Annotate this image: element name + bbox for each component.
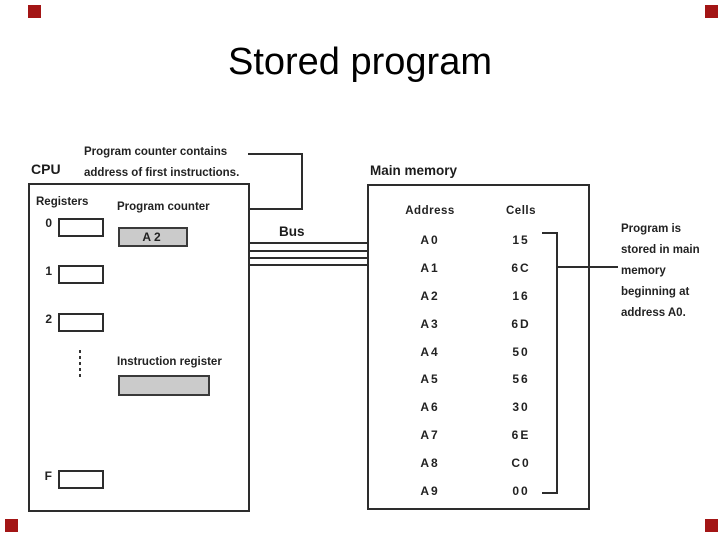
register-box-0 xyxy=(58,218,104,237)
memory-row-cell: 6E xyxy=(511,428,531,442)
register-ellipsis-dots xyxy=(79,350,81,377)
program-counter-value: A2 xyxy=(142,230,164,244)
memory-row-cell: 6C xyxy=(511,261,531,275)
memory-row-cell: 56 xyxy=(512,372,530,386)
memory-row-cell: 16 xyxy=(512,289,530,303)
memory-note-line2: stored in main xyxy=(621,244,700,256)
register-name-0: 0 xyxy=(45,216,52,230)
register-name-2: 2 xyxy=(45,312,52,326)
memory-row-address: A3 xyxy=(420,317,440,331)
register-box-1 xyxy=(58,265,104,284)
corner-marker-bottom-right xyxy=(705,519,718,532)
program-counter-note: Program counter contains address of firs… xyxy=(84,142,239,184)
memory-row-address: A0 xyxy=(420,233,440,247)
bracket-bottom-line xyxy=(542,492,558,494)
instruction-register-box xyxy=(118,375,210,396)
bus-line-3 xyxy=(250,257,368,259)
note-connector-vertical-line xyxy=(301,153,303,210)
register-box-2 xyxy=(58,313,104,332)
program-counter-note-line1: Program counter contains xyxy=(84,146,228,158)
bracket-top-line xyxy=(542,232,558,234)
memory-note-line5: address A0. xyxy=(621,307,686,319)
corner-marker-bottom-left xyxy=(5,519,18,532)
corner-marker-top-left xyxy=(28,5,41,18)
bracket-connector-line xyxy=(556,266,618,268)
memory-row-address: A2 xyxy=(420,289,440,303)
registers-label: Registers xyxy=(36,196,89,208)
memory-row-address: A5 xyxy=(420,372,440,386)
memory-row-cell: 30 xyxy=(512,400,530,414)
register-name-1: 1 xyxy=(45,264,52,278)
program-counter-label: Program counter xyxy=(117,201,210,213)
program-counter-note-line2: address of first instructions. xyxy=(84,167,240,179)
bracket-vertical-line xyxy=(556,232,558,494)
main-memory-label: Main memory xyxy=(370,163,458,178)
memory-row-address: A1 xyxy=(420,261,440,275)
bus-line-2 xyxy=(250,250,368,252)
memory-row-address: A7 xyxy=(420,428,440,442)
memory-row-cell: 00 xyxy=(512,484,530,498)
memory-row-address: A9 xyxy=(420,484,440,498)
bus-label: Bus xyxy=(279,224,305,239)
memory-row-cell: 15 xyxy=(512,233,530,247)
address-column-header: Address xyxy=(405,205,455,217)
memory-note: Program is stored in main memory beginni… xyxy=(621,219,700,324)
memory-row-cell: 6D xyxy=(511,317,531,331)
memory-row-cell: C0 xyxy=(511,456,531,470)
memory-note-line4: beginning at xyxy=(621,286,690,298)
cells-column-header: Cells xyxy=(506,205,536,217)
bus-line-1 xyxy=(250,242,368,244)
memory-row-address: A6 xyxy=(420,400,440,414)
register-name-f: F xyxy=(44,469,52,483)
memory-row-cell: 50 xyxy=(512,345,530,359)
program-counter-value-box: A2 xyxy=(118,227,188,247)
note-connector-bottom-line xyxy=(224,208,303,210)
memory-row-address: A4 xyxy=(420,345,440,359)
memory-row-address: A8 xyxy=(420,456,440,470)
memory-note-line3: memory xyxy=(621,265,666,277)
cpu-label: CPU xyxy=(31,161,61,177)
instruction-register-label: Instruction register xyxy=(117,356,222,368)
note-connector-top-line xyxy=(248,153,303,155)
bus-line-4 xyxy=(250,264,368,266)
page-title: Stored program xyxy=(227,41,492,83)
register-box-f xyxy=(58,470,104,489)
main-memory-box xyxy=(367,184,590,510)
corner-marker-top-right xyxy=(705,5,718,18)
memory-note-line1: Program is xyxy=(621,223,682,235)
